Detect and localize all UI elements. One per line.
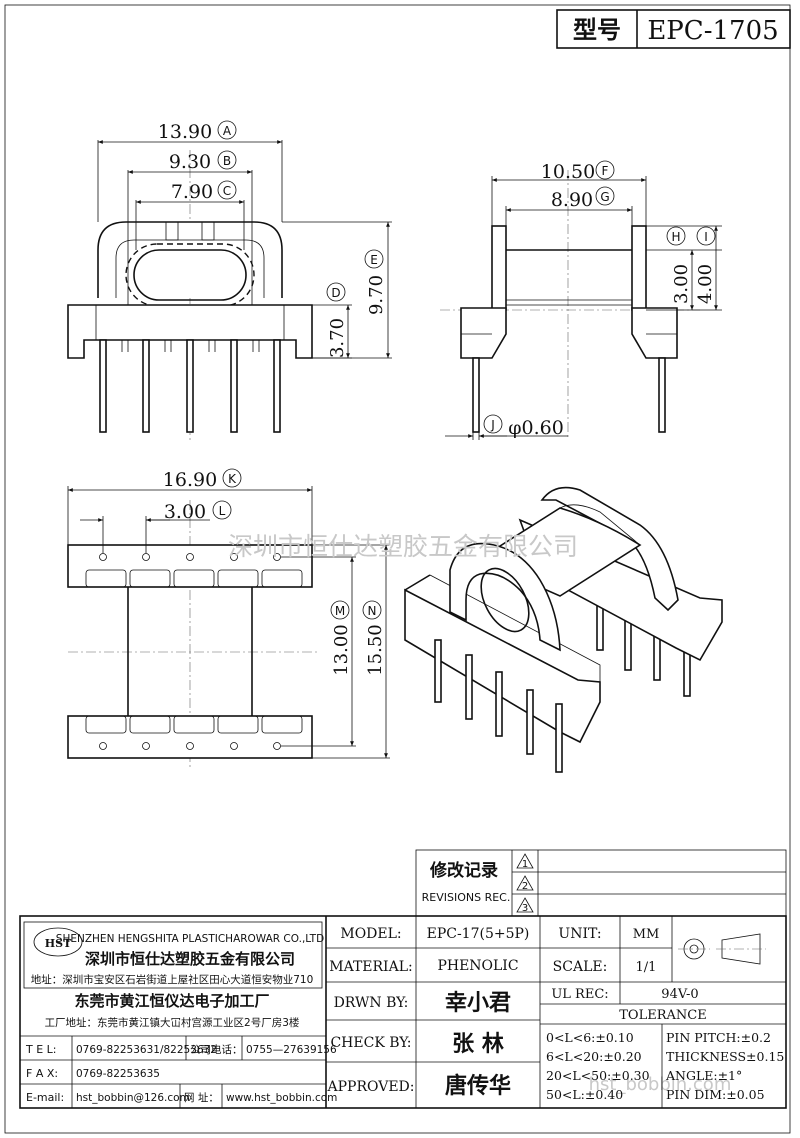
- marker-a: A: [223, 124, 232, 138]
- email-label: E-mail:: [26, 1091, 64, 1104]
- watermark-url: hst_bobbin.com: [589, 1074, 732, 1095]
- phone-label: 公司电话：: [190, 1043, 243, 1056]
- dim-l-value: 3.00: [164, 501, 206, 523]
- dim-n-value: 15.50: [365, 624, 386, 676]
- marker-j: J: [490, 418, 495, 432]
- spec-material-label: MATERIAL:: [329, 959, 412, 975]
- dim-c-value: 7.90: [171, 181, 213, 203]
- watermark: 深圳市恒仕达塑胶五金有限公司: [228, 532, 578, 561]
- front-view: 13.90 A 9.30 B 7.90 C 3.70 D 9.70 E: [67, 120, 392, 440]
- company-name-cn: 深圳市恒仕达塑胶五金有限公司: [85, 950, 295, 968]
- factory-name: 东莞市黄江恒仪达电子加工厂: [74, 992, 269, 1010]
- side-view: 10.50 F 8.90 G 3.00 4.00 H I J φ0.60: [440, 160, 722, 440]
- dim-m-value: 13.00: [331, 624, 352, 676]
- revision-3: 3: [522, 903, 528, 914]
- spec-model-value: EPC-17(5+5P): [427, 926, 530, 942]
- dim-k-value: 16.90: [163, 469, 217, 491]
- dim-h-value: 3.00: [671, 264, 692, 304]
- email-value: hst_bobbin@126.com: [76, 1092, 190, 1104]
- tolerance-label: TOLERANCE: [619, 1008, 706, 1023]
- spec-material-value: PHENOLIC: [437, 958, 518, 974]
- spec-drwn-label: DRWN BY:: [334, 995, 409, 1011]
- spec-approved-label: APPROVED:: [327, 1079, 415, 1095]
- dim-g-value: 8.90: [551, 189, 593, 211]
- tel-value: 0769-82253631/82253632: [76, 1044, 217, 1056]
- revisions-label-en: REVISIONS REC.: [422, 891, 511, 904]
- spec-model-label: MODEL:: [340, 926, 401, 942]
- revision-1: 1: [522, 859, 528, 870]
- bottom-title-block: HST SHENZHEN HENGSHITA PLASTICHAROWAR CO…: [19, 915, 787, 1109]
- marker-m: M: [335, 604, 345, 618]
- tolerance-2: 6<L<20:±0.20: [546, 1049, 642, 1064]
- company-logo: HST: [45, 937, 72, 950]
- model-value: EPC-1705: [647, 16, 778, 46]
- marker-k: K: [228, 472, 237, 486]
- revisions-table: 修改记录 REVISIONS REC. 1 2 3: [415, 849, 787, 917]
- revisions-label-cn: 修改记录: [429, 860, 498, 881]
- spec-check-value: 张 林: [452, 1031, 504, 1057]
- marker-f: F: [602, 164, 609, 178]
- spec-ul-label: UL REC:: [551, 987, 608, 1002]
- title-block: 型号 EPC-1705: [556, 9, 791, 49]
- dim-e-value: 9.70: [366, 275, 387, 315]
- spec-check-label: CHECK BY:: [330, 1035, 411, 1051]
- model-label: 型号: [573, 15, 621, 44]
- projection-symbol-icon: [678, 933, 766, 965]
- sheet-border: [4, 4, 791, 1134]
- marker-g: G: [600, 190, 609, 204]
- dim-d-value: 3.70: [327, 318, 348, 358]
- tolerance-4: 50<L:±0.40: [546, 1087, 623, 1102]
- phone-value: 0755—27639156: [246, 1044, 337, 1056]
- spec-unit-label: UNIT:: [558, 926, 601, 942]
- tolerance-angle: ANGLE:±1°: [665, 1068, 742, 1083]
- tolerance-thickness: THICKNESS±0.15: [666, 1049, 784, 1064]
- marker-b: B: [223, 154, 231, 168]
- tolerance-pin-pitch: PIN PITCH:±0.2: [666, 1030, 771, 1045]
- marker-h: H: [671, 230, 680, 244]
- fax-value: 0769-82253635: [76, 1068, 160, 1080]
- tolerance-1: 0<L<6:±0.10: [546, 1030, 634, 1045]
- spec-unit-value: MM: [633, 927, 660, 942]
- spec-scale-value: 1/1: [636, 960, 657, 975]
- marker-d: D: [331, 286, 340, 300]
- spec-scale-label: SCALE:: [553, 959, 608, 975]
- marker-e: E: [370, 253, 378, 267]
- fax-label: F A X:: [26, 1067, 58, 1080]
- dim-a-value: 13.90: [158, 121, 212, 143]
- factory-address: 工厂地址：东莞市黄江镇大冚村宫源工业区2号厂房3楼: [45, 1016, 300, 1029]
- bottom-view: 16.90 K 3.00 L 13.00 M 15.50 N: [67, 468, 390, 770]
- isometric-view: [404, 486, 723, 773]
- company-address: 地址：深圳市宝安区石岩街道上屋社区田心大道恒安物业710: [31, 973, 314, 986]
- web-value: www.hst_bobbin.com: [226, 1092, 337, 1104]
- spec-ul-value: 94V-0: [661, 987, 698, 1002]
- company-name-en: SHENZHEN HENGSHITA PLASTICHAROWAR CO.,LT…: [56, 933, 324, 945]
- marker-c: C: [223, 184, 231, 198]
- web-label: 网 址：: [184, 1091, 219, 1104]
- marker-l: L: [219, 504, 226, 518]
- tolerance-pin-dim: PIN DIM:±0.05: [666, 1087, 765, 1102]
- spec-drwn-value: 幸小君: [445, 990, 511, 1016]
- dim-f-value: 10.50: [541, 161, 595, 183]
- tolerance-3: 20<L<50:±0.30: [546, 1068, 650, 1083]
- dim-b-value: 9.30: [169, 151, 211, 173]
- marker-i: I: [704, 230, 708, 244]
- tel-label: T E L:: [25, 1043, 57, 1056]
- dim-i-value: 4.00: [695, 264, 716, 304]
- spec-approved-value: 唐传华: [445, 1073, 511, 1099]
- revision-2: 2: [522, 881, 528, 892]
- marker-n: N: [368, 604, 377, 618]
- dim-j-value: φ0.60: [508, 417, 564, 439]
